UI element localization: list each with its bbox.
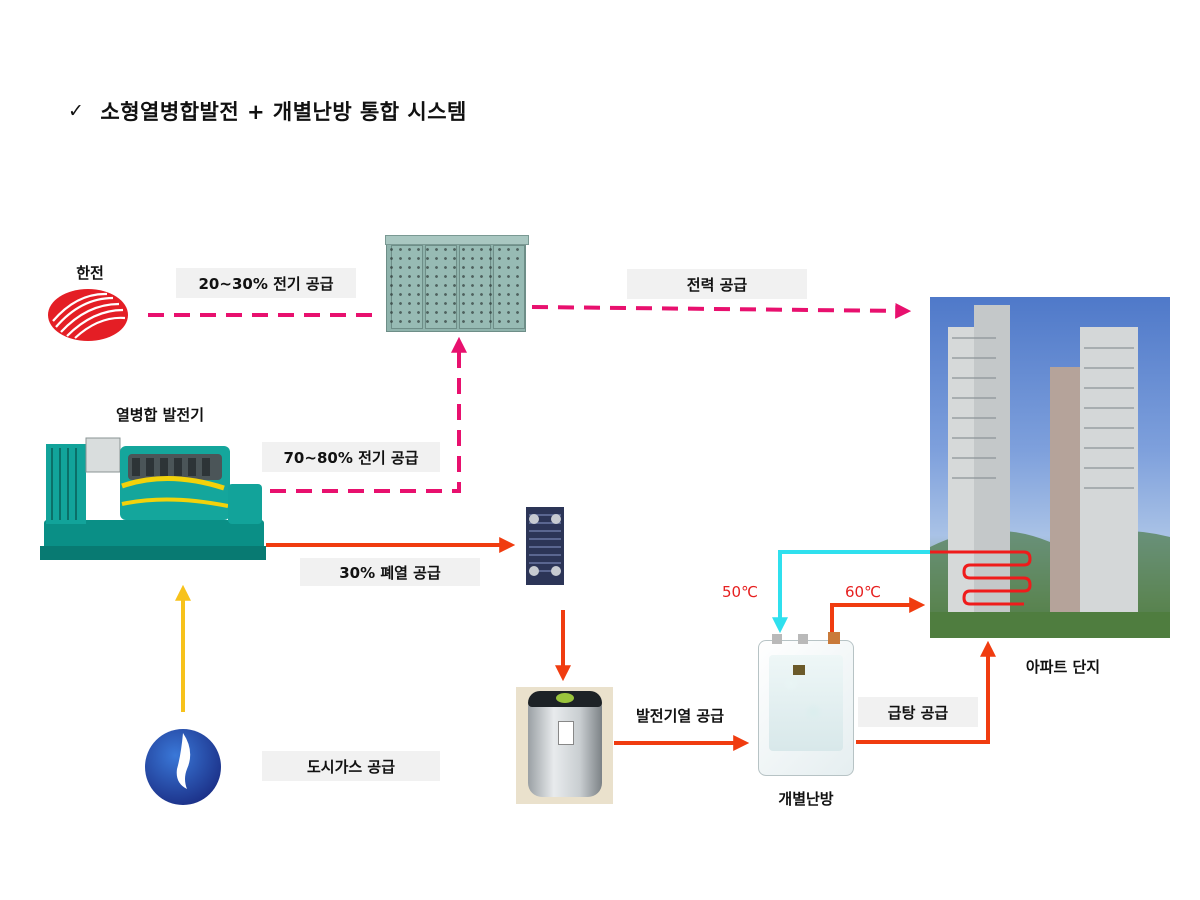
title-text: 소형열병합발전 + 개별난방 통합 시스템 xyxy=(100,100,467,124)
power-supply-line xyxy=(531,302,912,319)
return-temp-label: 50℃ xyxy=(722,583,758,601)
waste-heat-label: 30% 폐열 공급 xyxy=(300,558,480,586)
city-gas-logo-icon xyxy=(145,729,221,805)
switchgear-panel-icon xyxy=(385,235,529,332)
return-line xyxy=(772,550,930,634)
individual-heater-icon xyxy=(758,640,854,776)
gen-heat-label: 발전기열 공급 xyxy=(620,700,740,730)
chp-generator-label: 열병합 발전기 xyxy=(115,406,205,424)
hot-water-tank-icon xyxy=(516,687,613,804)
check-icon: ✓ xyxy=(68,100,85,122)
kepco-label: 한전 xyxy=(76,264,104,282)
page-title: ✓ 소형열병합발전 + 개별난방 통합 시스템 xyxy=(68,96,467,126)
chp-generator-icon xyxy=(40,437,266,560)
hot-water-label: 급탕 공급 xyxy=(858,697,978,727)
heat-exchanger-icon xyxy=(526,507,564,585)
grid-power-label: 20~30% 전기 공급 xyxy=(176,268,356,298)
individual-heating-label: 개별난방 xyxy=(778,790,834,808)
apartment-label: 아파트 단지 xyxy=(1025,658,1101,676)
kepco-logo-icon xyxy=(48,289,128,341)
chp-power-label: 70~80% 전기 공급 xyxy=(262,442,440,472)
heater-pipes-icon xyxy=(772,632,840,644)
supply-line xyxy=(830,597,926,634)
city-gas-label: 도시가스 공급 xyxy=(262,751,440,781)
apartment-photo xyxy=(930,297,1170,638)
hot-water-line xyxy=(856,640,996,744)
power-supply-label: 전력 공급 xyxy=(627,269,807,299)
chp-power-line xyxy=(270,336,467,493)
supply-temp-label: 60℃ xyxy=(845,583,881,601)
